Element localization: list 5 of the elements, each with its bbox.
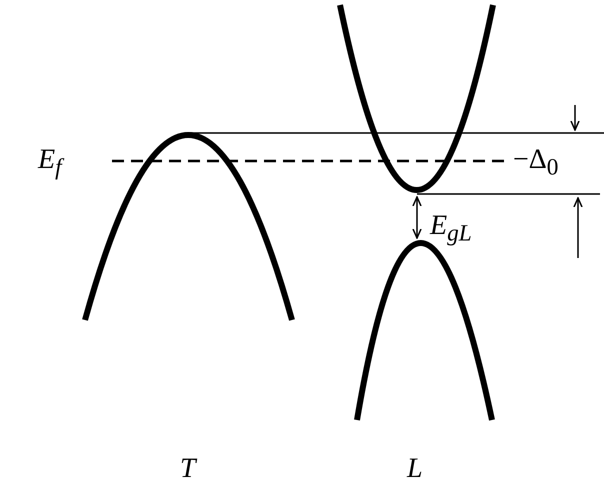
symbol-label: L [407,455,423,483]
symbol-label: T [180,455,196,483]
symbol-label: E$_{f}$ [38,146,62,180]
symbol-label: E$_{gL}$ [430,212,472,246]
symbol-label: −Δ$_{0}$ [513,146,558,180]
